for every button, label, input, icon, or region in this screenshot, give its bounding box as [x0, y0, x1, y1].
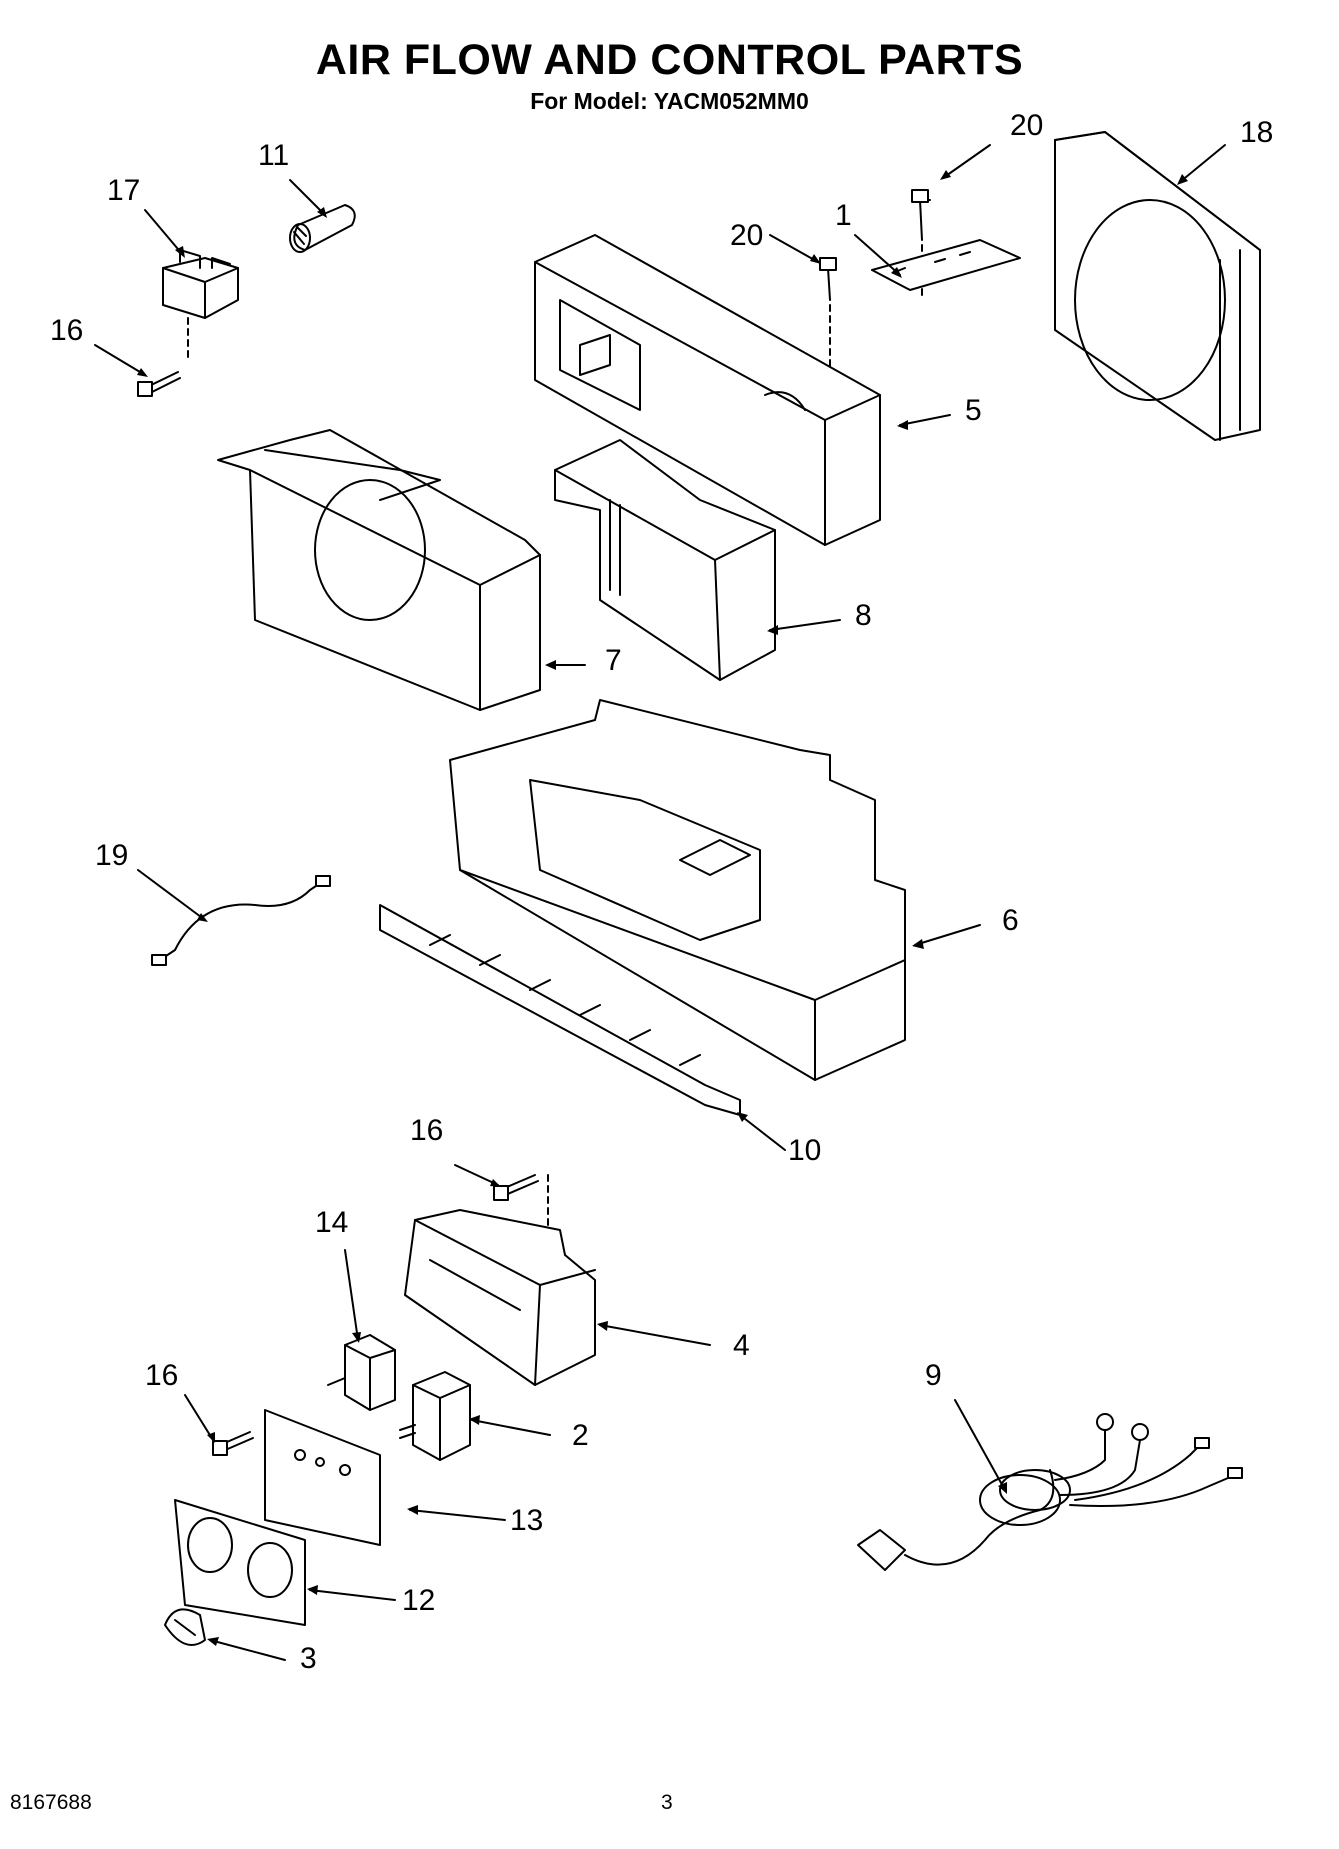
callout-2: 2	[572, 1419, 589, 1452]
part-11-capacitor	[289, 204, 356, 253]
part-3-knob	[164, 1608, 206, 1646]
part-8-divider	[554, 439, 776, 681]
callout-11: 11	[258, 139, 289, 172]
page-number: 3	[661, 1791, 673, 1814]
callout-19: 19	[95, 839, 128, 872]
callout-8: 8	[855, 599, 872, 632]
callout-4: 4	[733, 1329, 750, 1362]
model-subtitle: For Model: YACM052MM0	[530, 88, 809, 114]
part-2-thermostat	[399, 1371, 471, 1461]
callout-18: 18	[1240, 116, 1273, 149]
callout-12: 12	[402, 1584, 435, 1617]
part-1-bracket	[871, 239, 1021, 291]
callout-16-low: 16	[145, 1359, 178, 1392]
part-12-overlay	[174, 1499, 306, 1626]
callout-10: 10	[788, 1134, 821, 1167]
callout-5: 5	[965, 394, 982, 427]
part-13-control-plate	[264, 1409, 381, 1546]
part-18-shroud	[1054, 131, 1261, 441]
part-7-blower-housing	[217, 429, 541, 711]
part-20-screw-a	[911, 189, 931, 301]
part-14-switch	[327, 1334, 396, 1411]
callout-7: 7	[605, 644, 622, 677]
part-6-base-pan	[449, 699, 906, 1081]
callout-14: 14	[315, 1206, 348, 1239]
callout-16-top: 16	[50, 314, 83, 347]
part-9-power-cord	[857, 1413, 1243, 1571]
callout-17: 17	[107, 174, 140, 207]
leader-arrowheads	[137, 170, 1188, 1646]
document-number: 8167688	[10, 1791, 92, 1814]
page-title: AIR FLOW AND CONTROL PARTS	[315, 36, 1024, 84]
part-19-wire	[151, 875, 331, 966]
callout-6: 6	[1002, 904, 1019, 937]
part-16-screw-top	[137, 371, 181, 397]
callout-13: 13	[510, 1504, 543, 1537]
part-16-screw-mid	[493, 1174, 549, 1251]
callout-3: 3	[300, 1642, 317, 1675]
callout-20-b: 20	[730, 219, 763, 252]
part-4-control-bracket	[404, 1209, 596, 1386]
part-17-relay	[162, 249, 239, 361]
callout-1: 1	[835, 199, 852, 232]
callout-16-mid: 16	[410, 1114, 443, 1147]
part-16-screw-low	[212, 1431, 254, 1456]
callout-20-a: 20	[1010, 109, 1043, 142]
callout-labels: 1 2 3 4 5 6 7 8 9 10 11 12 13 14 16 16 1…	[50, 109, 1273, 1675]
part-5-control-box	[534, 234, 881, 546]
callout-9: 9	[925, 1359, 942, 1392]
